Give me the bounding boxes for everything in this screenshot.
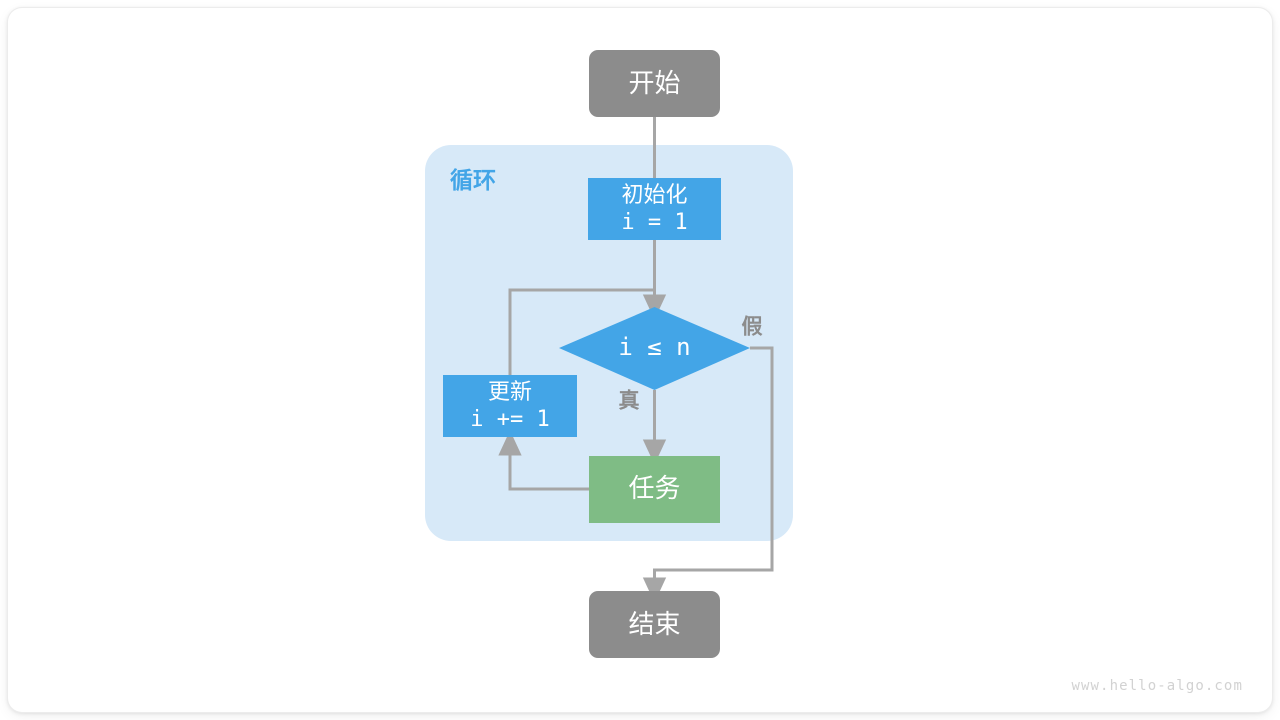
node-decision[interactable]: i ≤ n	[559, 307, 750, 390]
node-task-shape	[589, 456, 720, 523]
edge-label-false: 假	[742, 316, 763, 339]
watermark: www.hello-algo.com	[1071, 678, 1243, 694]
node-start-shape	[589, 50, 720, 117]
edge-label-true: 真	[619, 389, 640, 413]
node-update-shape	[443, 375, 577, 437]
node-task[interactable]: 任务	[589, 456, 720, 523]
node-task-label: 任务	[628, 473, 680, 503]
node-start[interactable]: 开始	[589, 50, 720, 117]
node-end-label: 结束	[628, 609, 680, 639]
node-end-shape	[589, 591, 720, 658]
node-init-label-line1: 初始化	[621, 182, 687, 207]
node-init-label-line2: i = 1	[621, 210, 687, 235]
connector-update-to-decision	[508, 288, 655, 375]
node-init[interactable]: 初始化 i = 1	[588, 178, 721, 240]
node-start-label: 开始	[628, 68, 680, 98]
node-update-label-line1: 更新	[488, 379, 532, 404]
node-decision-label: i ≤ n	[618, 333, 690, 361]
connector-decision-to-end	[642, 346, 774, 603]
node-end[interactable]: 结束	[589, 591, 720, 658]
loop-group-label: 循环	[450, 167, 496, 193]
node-init-shape	[588, 178, 721, 240]
connector-task-to-update	[498, 430, 589, 491]
node-update-label-line2: i += 1	[470, 407, 549, 432]
node-update[interactable]: 更新 i += 1	[443, 375, 577, 437]
node-decision-shape	[559, 307, 750, 390]
